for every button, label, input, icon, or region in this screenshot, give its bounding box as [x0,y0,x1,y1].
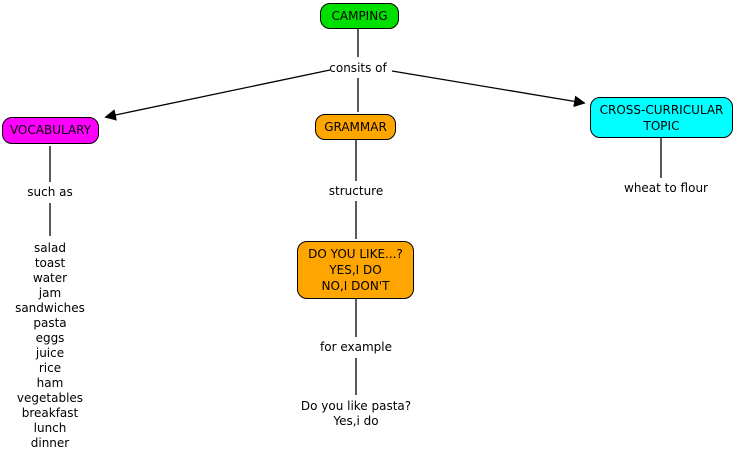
example-answer: Yes,i do [333,414,379,428]
vocab-item: vegetables [16,391,84,405]
vocab-item: ham [36,376,64,390]
node-camping[interactable]: CAMPING [320,3,399,29]
example-node[interactable]: Do you like pasta? Yes,i do [301,399,411,429]
node-doyoulike-line-1: DO YOU LIKE...? [308,247,403,261]
node-doyoulike-line-3: NO,I DON'T [321,279,390,293]
edge-consistsof-crosscurricular-arrow [391,70,586,108]
node-doyoulike-line-2: YES,I DO [329,263,382,277]
vocab-item: water [32,271,68,285]
edge-consistsof-vocabulary-arrow [104,69,331,121]
vocab-item: jam [38,286,62,300]
link-label-consists-of[interactable]: consits of [329,61,387,75]
node-cross-line-1: CROSS-CURRICULAR [599,102,724,117]
vocab-item: juice [35,346,65,360]
vocab-item: salad [34,241,66,255]
vocab-item: lunch [33,421,67,435]
node-do-you-like[interactable]: DO YOU LIKE...? YES,I DO NO,I DON'T [297,241,414,299]
link-label-structure[interactable]: structure [328,184,384,198]
vocab-item: sandwiches [15,301,85,315]
vocab-item: pasta [33,316,67,330]
vocab-list-node[interactable]: salad toast water jam sandwiches pasta e… [0,241,100,451]
vocab-item: breakfast [21,406,79,420]
link-label-wheat-to-flour[interactable]: wheat to flour [624,181,708,195]
vocab-item: eggs [35,331,65,345]
vocab-item: dinner [30,436,70,450]
link-label-for-example[interactable]: for example [320,340,392,354]
node-grammar[interactable]: GRAMMAR [315,114,396,140]
example-question: Do you like pasta? [300,399,412,413]
link-label-such-as[interactable]: such as [27,185,73,199]
vocab-item: toast [34,256,66,270]
vocab-item: rice [38,361,62,375]
node-cross-curricular-topic[interactable]: CROSS-CURRICULAR TOPIC [590,97,733,138]
node-cross-line-2: TOPIC [643,118,680,133]
node-vocabulary[interactable]: VOCABULARY [2,117,99,144]
